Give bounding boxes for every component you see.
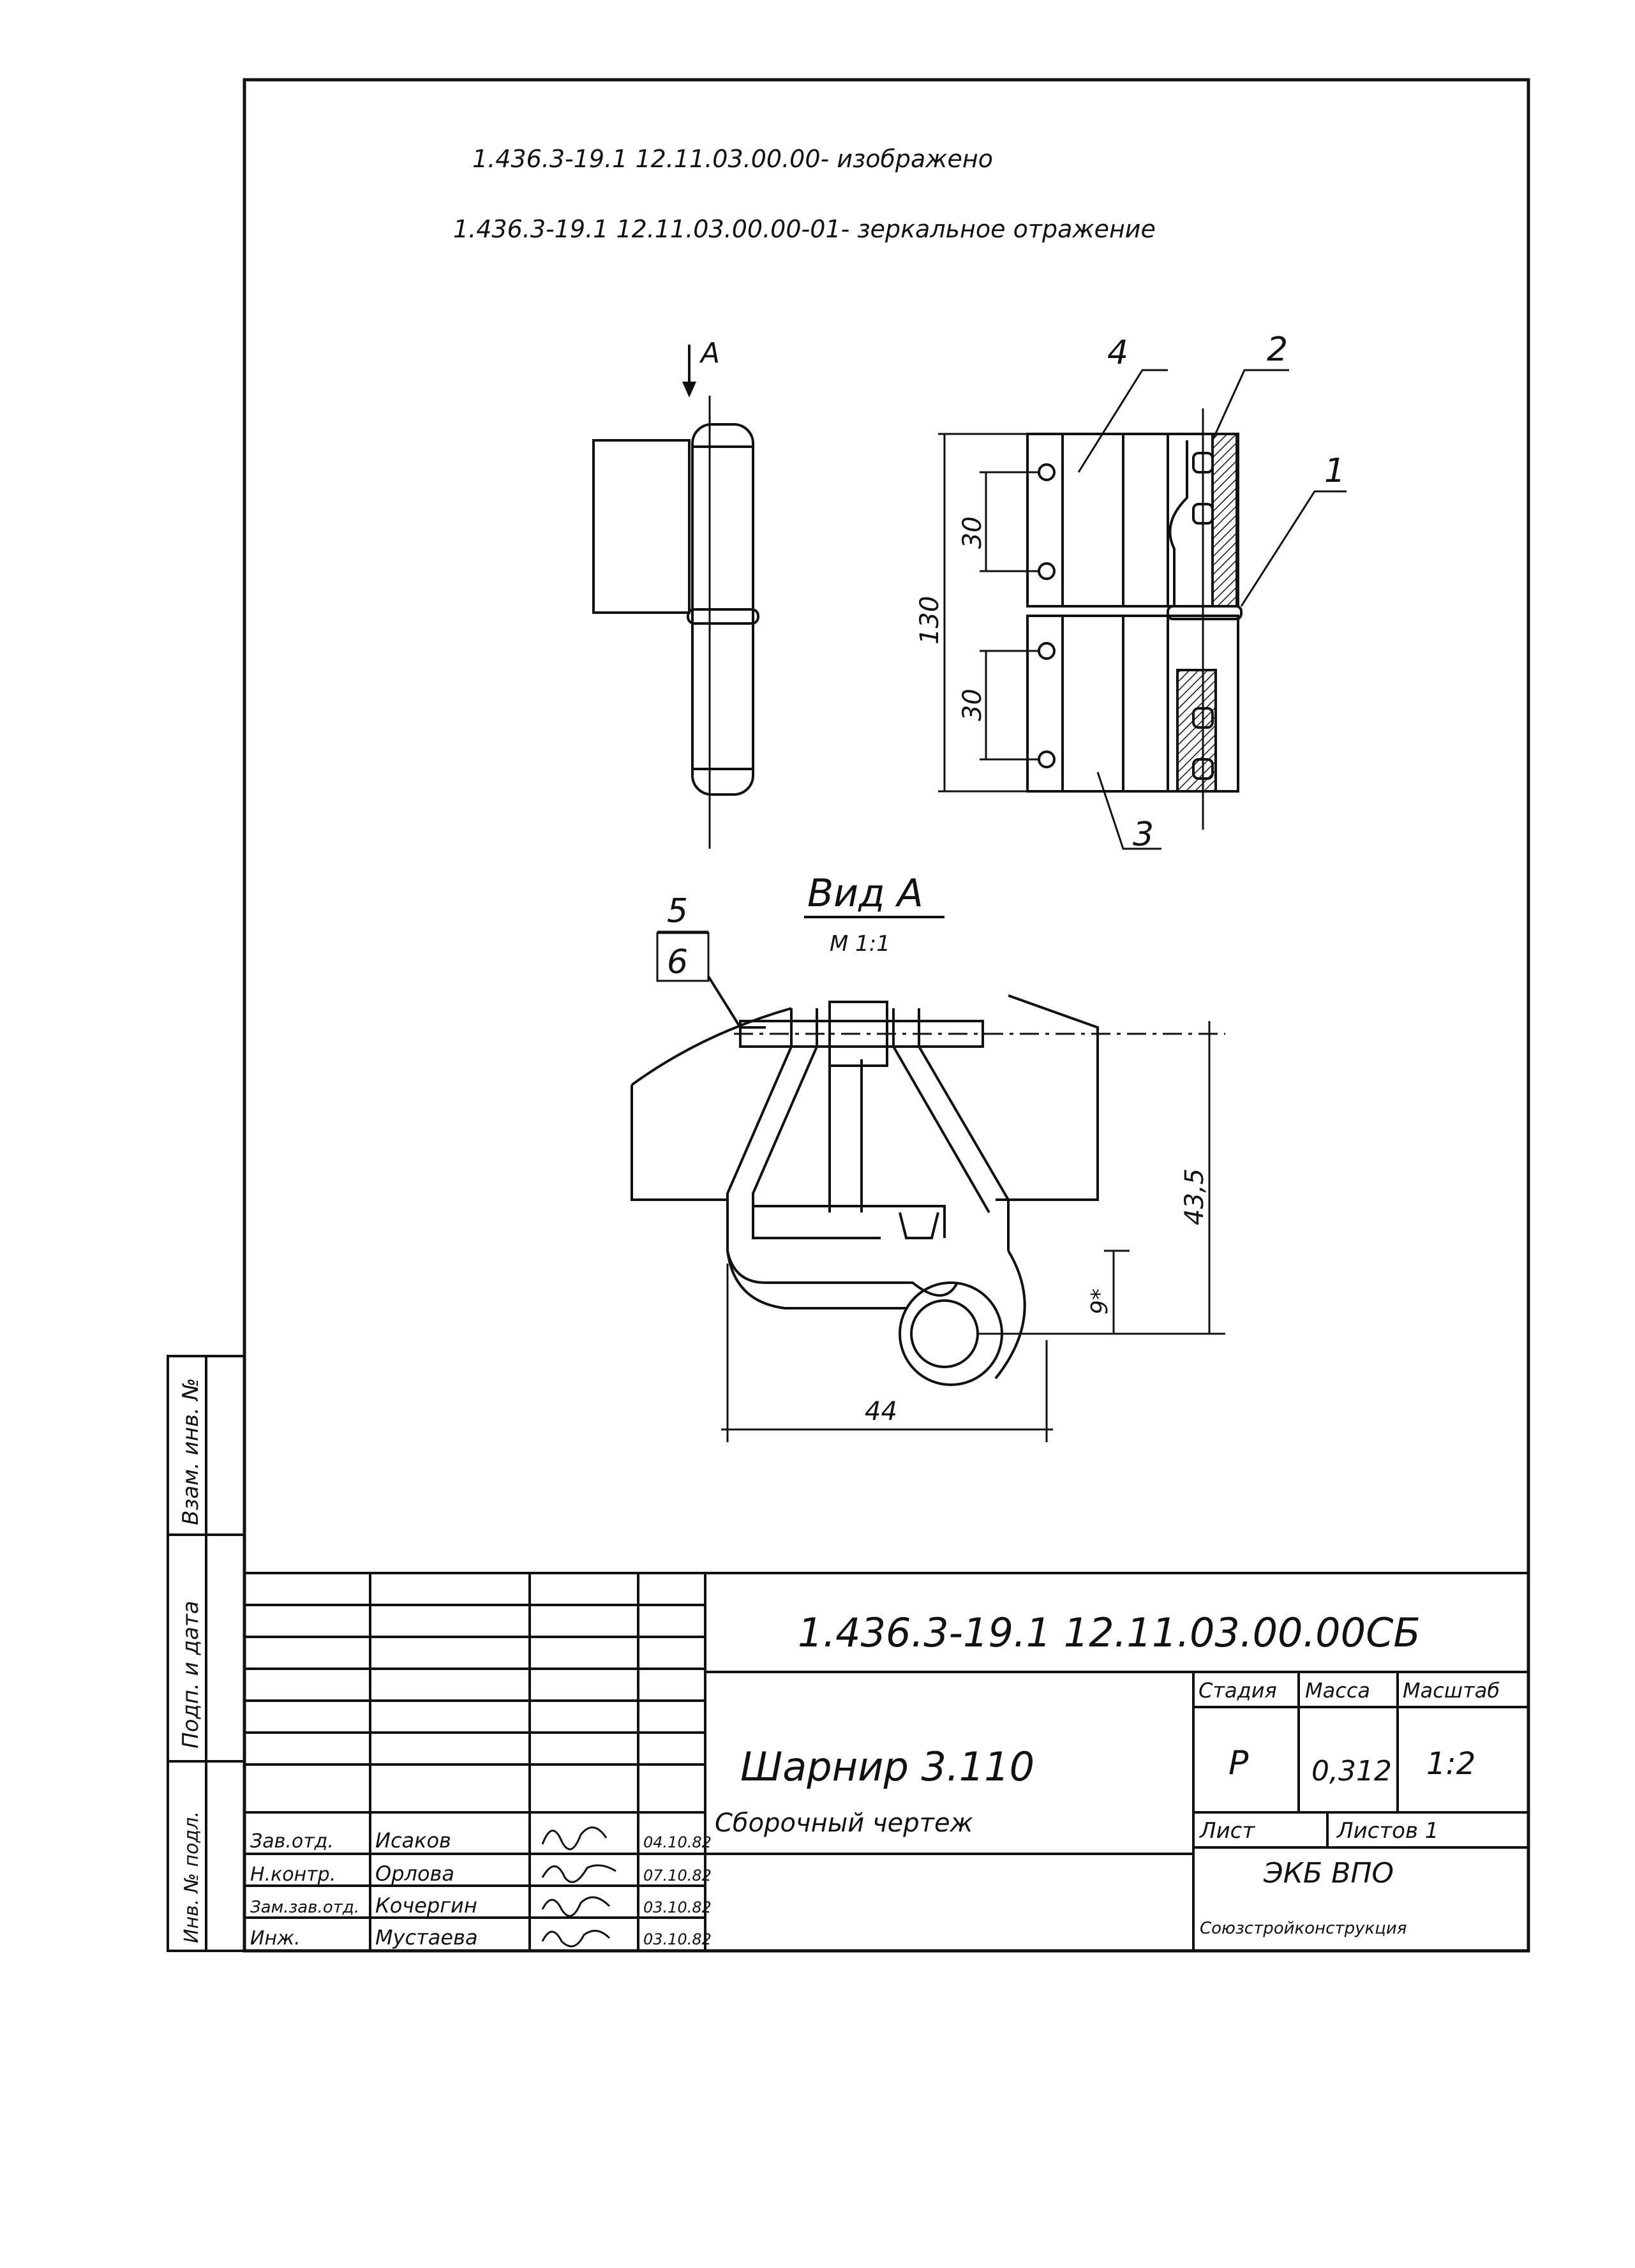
dim-hole-spacing-bottom: 30 [958,689,987,721]
signature [541,1930,611,1948]
signer-date: 03.10.82 [643,1899,712,1916]
sheet-label: Лист [1198,1818,1255,1844]
callout-5: 5 [667,892,688,930]
view-a-drawing [631,975,1225,1442]
signer-row: Зам.зав.отд. Кочергин 03.10.82 [250,1893,712,1918]
callout-4: 4 [1107,334,1128,372]
org-name-2: Союзстройконструкция [1200,1919,1407,1938]
stage-label: Стадия [1198,1678,1277,1703]
signer-name: Орлова [375,1861,454,1886]
view-a-scale: М 1:1 [830,931,890,957]
dim-view-height: 43,5 [1180,1168,1209,1225]
mass-value: 0,312 [1311,1755,1392,1787]
dim-total-height: 130 [915,596,944,645]
dim-hole-spacing-top: 30 [958,516,987,549]
org-name: ЭКБ ВПО [1263,1857,1394,1890]
header-line-2: 1.436.3-19.1 12.11.03.00.00-01- зеркальн… [453,215,1156,243]
signer-name: Мустаева [375,1925,478,1950]
stamp-inv: Инв. № подл. [181,1811,203,1943]
signature [541,1864,616,1883]
signer-date: 04.10.82 [643,1833,712,1851]
callout-1: 1 [1324,452,1345,490]
signer-role: Зав.отд. [250,1830,334,1853]
signer-name: Исаков [375,1828,451,1853]
view-a-title: Вид А [807,871,923,916]
sheets-label: Листов 1 [1336,1818,1438,1844]
drawing-type: Сборочный чертеж [715,1809,973,1838]
callout-3: 3 [1133,816,1154,854]
dim-view-width: 44 [865,1397,897,1426]
main-frame [243,78,1530,1953]
signature [541,1896,611,1917]
signer-role: Инж. [250,1927,301,1950]
signer-date: 07.10.82 [643,1867,712,1884]
signer-role: Зам.зав.отд. [250,1898,359,1917]
view-arrow-label: А [699,337,720,369]
mass-label: Масса [1305,1678,1370,1703]
callout-2: 2 [1267,331,1288,369]
doc-code: 1.436.3-19.1 12.11.03.00.00СБ [798,1609,1421,1656]
signer-row: Зав.отд. Исаков 04.10.82 [250,1826,712,1853]
stamp-vzam: Взам. инв. № [178,1378,204,1525]
title-block-grid [244,1572,1528,1951]
signature [541,1826,608,1851]
front-view [592,345,759,849]
side-view [938,369,1347,850]
signer-row: Н.контр. Орлова 07.10.82 [250,1861,712,1886]
signer-row: Инж. Мустаева 03.10.82 [250,1925,712,1950]
signer-name: Кочергин [375,1893,477,1918]
dim-view-offset: 9* [1087,1288,1113,1315]
product-name: Шарнир 3.110 [740,1743,1034,1790]
signer-role: Н.контр. [250,1863,336,1886]
header-line-1: 1.436.3-19.1 12.11.03.00.00- изображено [472,145,993,173]
stamp-podp: Подп. и дата [178,1600,204,1749]
stage-value: Р [1228,1744,1249,1782]
scale-value: 1:2 [1426,1746,1475,1782]
signer-date: 03.10.82 [643,1930,712,1948]
side-stamp [167,1355,246,1952]
callout-6: 6 [667,943,688,981]
scale-label: Масштаб [1403,1678,1500,1703]
